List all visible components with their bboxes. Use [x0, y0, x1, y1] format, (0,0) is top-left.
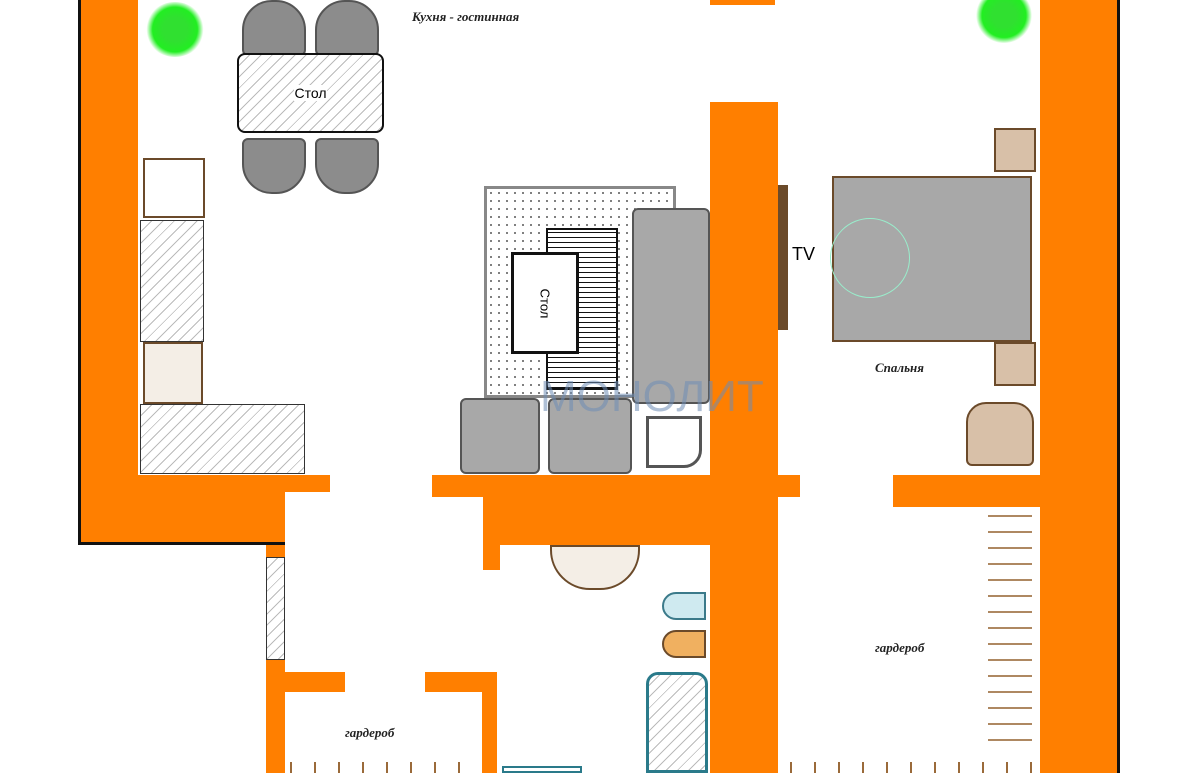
bedroom-bottom-wall	[893, 475, 1040, 507]
bath-top-wall	[483, 497, 710, 545]
room-label-wardrobe-left: гардероб	[345, 725, 395, 740]
wardrobe-rail	[988, 510, 1032, 755]
coffee-table: Стол	[511, 252, 579, 354]
sink	[143, 158, 205, 218]
top-wall-stub	[710, 0, 775, 5]
wardrobe-wall-3	[482, 672, 497, 773]
wall-step	[138, 492, 285, 545]
center-wall	[710, 102, 778, 773]
tv	[778, 185, 788, 330]
outer-wall-left	[78, 0, 138, 545]
armchair	[548, 398, 632, 474]
stove	[143, 342, 203, 404]
window	[266, 557, 285, 660]
fireplace	[646, 416, 702, 468]
wardrobe-hangers	[290, 762, 480, 773]
bidet	[662, 592, 706, 620]
armchair	[460, 398, 540, 474]
living-bottom-wall	[432, 475, 800, 497]
wardrobe-hangers	[790, 762, 1040, 773]
coffee-table-label: Стол	[537, 288, 553, 318]
nightstand	[994, 128, 1036, 172]
bedroom-armchair	[966, 402, 1034, 466]
chair	[242, 0, 306, 56]
kitchen-bottom-wall	[138, 475, 330, 492]
watermark: МОНОЛИТ	[540, 372, 764, 421]
bathtub	[646, 672, 708, 773]
plant-icon	[975, 0, 1033, 43]
room-label-kitchen-living: Кухня - гостинная	[412, 9, 520, 24]
chair	[315, 0, 379, 56]
counter-corner	[140, 404, 305, 474]
wardrobe-wall-1	[285, 672, 345, 692]
tv-label: TV	[792, 244, 816, 264]
plant-icon	[145, 2, 205, 57]
bath-wall-stub	[483, 545, 500, 570]
wardrobe-wall-2	[425, 672, 497, 692]
counter	[140, 220, 204, 342]
chair	[315, 138, 379, 194]
room-label-wardrobe-right: гардероб	[875, 640, 925, 655]
dining-table-label: Стол	[294, 85, 327, 101]
bed-pattern	[830, 218, 910, 298]
outer-wall-right	[1040, 0, 1120, 773]
washbasin	[550, 545, 640, 590]
chair	[242, 138, 306, 194]
nightstand	[994, 342, 1036, 386]
toilet	[662, 630, 706, 658]
room-label-bedroom: Спальня	[875, 360, 924, 375]
dining-table: Стол	[237, 53, 384, 133]
sofa	[632, 208, 710, 404]
shelf	[502, 766, 582, 773]
